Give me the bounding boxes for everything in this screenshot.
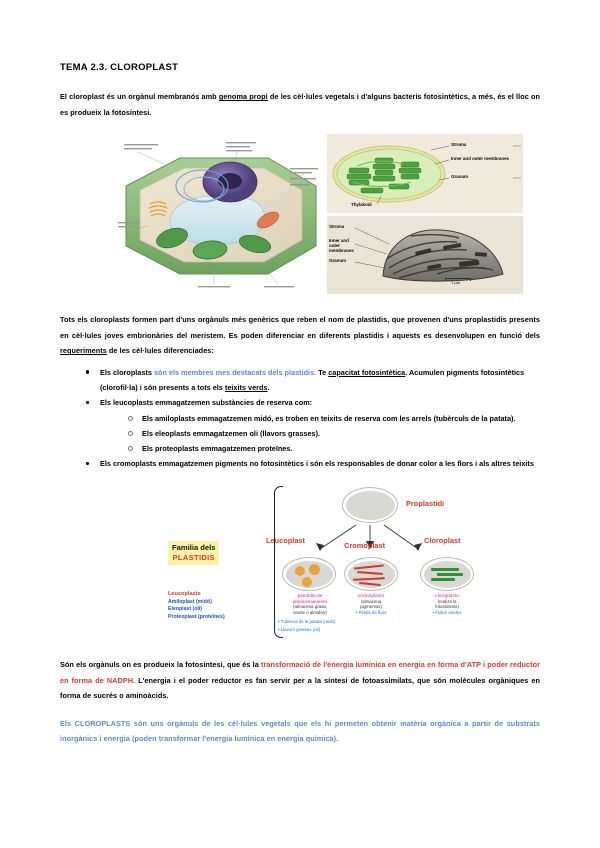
starch-granule [295,566,305,577]
micro-label-stroma: Stroma [329,224,345,230]
label-granum: Granum [451,174,469,180]
scale-bar-label: 1 µm [451,280,461,286]
photosynthesis-paragraph: Són els orgànuls on es produeix la fotos… [60,657,540,704]
family-box-line2: PLASTIDIS [172,552,215,562]
legend-header: Leucoplasts [168,591,201,598]
caption-cloroplast-sub2: fotosíntesis) [435,604,459,610]
note-llavors: • Llavors grasses (oli) [278,627,321,633]
proplastid-shape [342,487,398,524]
cloroplasts-tail: . Acumulen pigments fotosintètics (cloro… [100,367,525,393]
plant-cell-svg [118,142,318,288]
label-thylakoid: Thylakoid [351,202,372,208]
caption-leucoplast-title1: plastidio de [297,593,323,599]
caption-cromoplast-sub2: pigmentos) [360,604,382,610]
caption-cloroplast-bullet: • Fulles verdes [432,609,462,615]
proplastid-inner [345,490,395,520]
page-title: TEMA 2.3. CLOROPLAST [60,62,179,73]
family-box-line1: Familia dels [172,543,216,553]
intro-underlined-term: genoma propi [218,92,268,102]
label-stroma: Stroma [451,142,467,148]
plastids-paragraph: Tots els cloroplasts formen part d'uns o… [60,312,540,359]
leucoplast-sublist: Els amiloplasts emmagatzemen midó, es tr… [100,411,540,457]
cloroplasts-lead: Els cloroplasts [100,367,154,377]
brace-bracket [274,486,283,639]
thylakoid-stack [431,578,455,582]
caption-leucoplast-sub1: (almacena grasa, [293,604,327,610]
label-cloroplast: Cloroplast [424,536,461,546]
diagram-arrows [316,524,422,552]
label-proplastidi: Proplastidi [406,499,445,509]
leucoplasts-lead: Els leucoplasts emmagatzemen substàncies… [100,398,313,408]
caption-cloroplast-sub1: (realiza la [437,598,457,604]
scale-bar [445,278,471,282]
caption-leucoplast: plastidio de almacenamiento (almacena gr… [272,593,348,615]
starch-granule [302,577,312,588]
family-highlight-box: Familia dels PLASTIDIS [168,541,220,566]
label-inner-outer-membranes: Inner and outer membranes [451,156,509,162]
chloroplast-diagram: Stroma Inner and outer membranes Granum … [327,134,523,214]
thylakoid-stack [437,573,463,577]
legend-item-proteoplast: Proteoplast (proteïnes) [168,613,225,620]
cloroplasts-mid: Te [316,367,329,377]
list-item-cromoplasts: Els cromoplasts emmagatzemen pigments no… [86,456,540,471]
intro-part2: de les cèl·lules vegetals i d'alguns bac… [60,92,540,117]
chloroplast-figures: Stroma Inner and outer membranes Granum … [327,134,523,295]
cloroplasts-underlined-2: teixits verds [224,383,268,393]
caption-cromoplast-title1: cromoplasto [357,593,385,599]
list-item-cloroplasts: Els cloroplasts són els membres mes dest… [86,365,540,395]
list-item-amiloplasts: Els amiloplasts emmagatzemen midó, es tr… [128,411,540,426]
photo-part1: Són els orgànuls on es produeix la fotos… [60,660,261,670]
leucoplast-legend: Leucoplasts Amiloplast (midó) Eleoplast … [168,591,225,621]
starch-granule [309,564,320,576]
list-item-leucoplasts: Els leucoplasts emmagatzemen substàncies… [86,395,540,456]
plastid-types-list: Els cloroplasts són els membres mes dest… [60,365,540,471]
intro-part1: El cloroplast és un orgànul membranós am… [60,92,219,102]
final-paragraph: Els CLOROPLASTS són uns orgànuls de les … [60,718,540,744]
plastids-part2: de les cèl·lules diferenciades: [106,346,214,356]
cromoplast-shape [344,557,398,592]
label-leucoplast: Leucoplast [266,536,306,546]
plastid-family-diagram: Familia dels PLASTIDIS Proplastidi Leuco… [168,483,520,644]
caption-leucoplast-sub2: aceite o almidón) [293,609,327,615]
caption-leucoplast-title2: almacenamiento [292,598,328,604]
plastids-part1: Tots els cloroplasts formen part d'uns o… [60,315,540,340]
caption-cromoplast-bullet: • Pètals de flors [355,609,387,615]
photo-part2: L'energia i el poder reductor es fan ser… [60,675,541,701]
caption-cloroplast: cloroplasto (realiza la fotosíntesis) • … [412,593,482,615]
list-item-proteoplasts: Els proteoplasts emmagatzemen proteïnes. [128,441,540,456]
note-tubercul: • Tubércul de la patata (midó) [278,619,336,625]
caption-cromoplast: cromoplasto (almacena pigmentos) • Pètal… [338,593,404,615]
cloroplasts-tail2: . [267,383,270,393]
legend-item-eleoplast: Eleoplast (oli) [168,606,203,613]
micro-label-inner-outer-membranes: Inner and outer membranes [329,238,354,254]
chloroplast-diagram-svg [327,134,523,214]
plastids-underlined-term: requeriments [60,346,107,356]
caption-cloroplast-title1: cloroplasto [435,593,459,599]
caption-cromoplast-sub1: (almacena [360,598,382,604]
thylakoid-stack [431,568,459,572]
leucoplast-shape [282,557,336,592]
cloroplasts-blue-text: són els membres mes destacats dels plast… [153,367,317,377]
label-cromoplast: Cromoplast [344,541,386,551]
micrograph-svg [327,216,523,295]
plant-cell-illustration [118,134,323,295]
micro-label-granum: Granum [329,258,347,264]
cloroplasts-underlined-1: capacitat fotosintètica [328,367,406,377]
list-item-eleoplasts: Els eleoplasts emmagatzemen oli (llavors… [128,426,540,441]
figure-row: Stroma Inner and outer membranes Granum … [118,134,538,295]
legend-item-amiloplast: Amiloplast (midó) [168,598,212,605]
chloroplast-micrograph: Stroma Inner and outer membranes Granum … [327,216,523,295]
photo-red-text: transformació de l'energia lumínica en e… [60,660,540,685]
cloroplast-shape [420,557,474,592]
intro-paragraph: El cloroplast és un orgànul membranós am… [60,89,540,120]
